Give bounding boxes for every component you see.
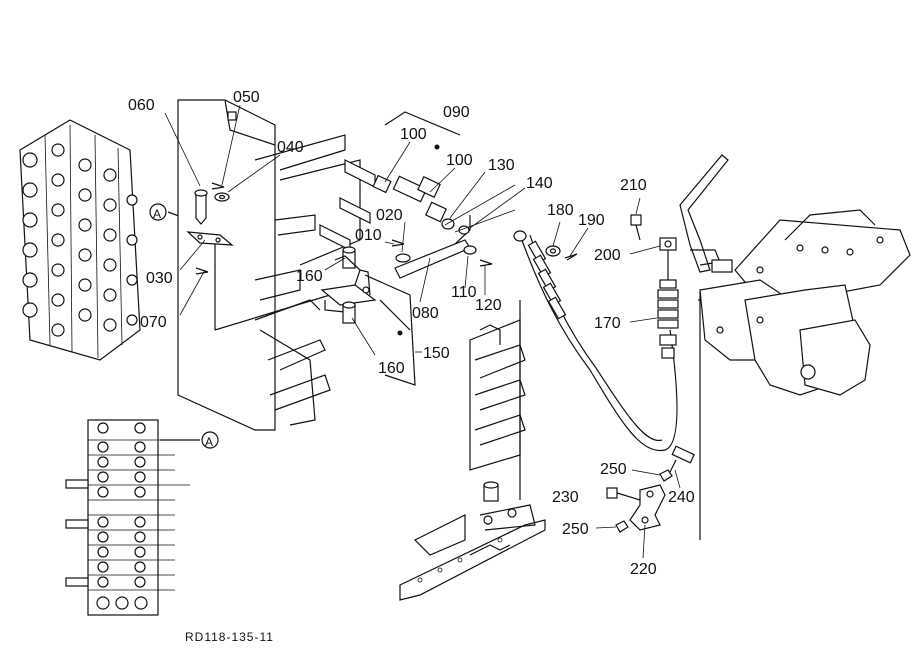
callout-180: 180 [547, 202, 574, 219]
bolt-210 [630, 214, 642, 241]
bolt-230 [606, 487, 641, 501]
callout-070: 070 [140, 314, 167, 331]
main-bracket-plate [177, 99, 361, 431]
callout-120: 120 [475, 297, 502, 314]
callout-050: 050 [233, 89, 260, 106]
leader-lines [164, 104, 681, 559]
svg-text:A: A [153, 207, 161, 221]
callout-160-lower: 160 [378, 360, 405, 377]
bushing-160-lower [342, 301, 356, 324]
pin-010 [391, 239, 405, 247]
control-valve-assembly [19, 119, 191, 361]
pin-120 [479, 259, 493, 267]
callout-110: 110 [451, 284, 477, 301]
callout-150: 150 [423, 345, 450, 362]
callout-010: 010 [355, 227, 382, 244]
callout-labels: 050 060 040 030 070 090 100 100 130 140 … [128, 89, 695, 578]
valve-section-view [65, 419, 200, 616]
pin-190 [564, 253, 578, 261]
callout-200: 200 [594, 247, 621, 264]
end-fitting-200 [659, 237, 677, 251]
callout-160-upper: 160 [296, 268, 323, 285]
mounting-plate [469, 300, 526, 500]
callout-030: 030 [146, 270, 173, 287]
callout-100-lower: 100 [446, 152, 473, 169]
callout-220: 220 [630, 561, 657, 578]
callout-140: 140 [526, 175, 553, 192]
callout-040: 040 [277, 139, 304, 156]
callout-230: 230 [552, 489, 579, 506]
washer-110 [463, 245, 477, 255]
pin-070 [195, 267, 209, 275]
collar [483, 481, 499, 502]
reference-marker-lower: A [201, 431, 219, 449]
callout-080: 080 [412, 305, 439, 322]
callout-090: 090 [443, 104, 470, 121]
callout-190: 190 [578, 212, 605, 229]
svg-text:A: A [205, 435, 213, 449]
bracket-150 [320, 255, 411, 331]
link-plate-030 [186, 231, 234, 246]
callout-130: 130 [488, 157, 515, 174]
callout-240: 240 [668, 489, 695, 506]
washer-020 [395, 253, 411, 263]
callout-250-lower: 250 [562, 521, 589, 538]
washer-180 [545, 245, 561, 257]
bolt-060 [194, 189, 208, 225]
link-220 [629, 484, 666, 531]
control-cable-170 [513, 230, 679, 452]
reference-marker-upper: A [149, 203, 167, 221]
drawing-number-caption: RD118-135-11 [185, 630, 274, 644]
nut-250-upper [659, 469, 673, 482]
floor-bracket [399, 504, 546, 601]
nut-250-lower [615, 520, 629, 533]
right-frame [698, 209, 911, 540]
callout-210: 210 [620, 177, 647, 194]
cotter-pin-050 [211, 182, 225, 190]
bracket-150-outline [364, 274, 416, 386]
washer-040 [214, 192, 230, 202]
callout-060: 060 [128, 97, 155, 114]
callout-100-upper: 100 [400, 126, 427, 143]
callout-170: 170 [594, 315, 621, 332]
callout-250-upper: 250 [600, 461, 627, 478]
bushing-160-upper [342, 246, 356, 269]
callout-020: 020 [376, 207, 403, 224]
operator-lever [679, 154, 733, 273]
